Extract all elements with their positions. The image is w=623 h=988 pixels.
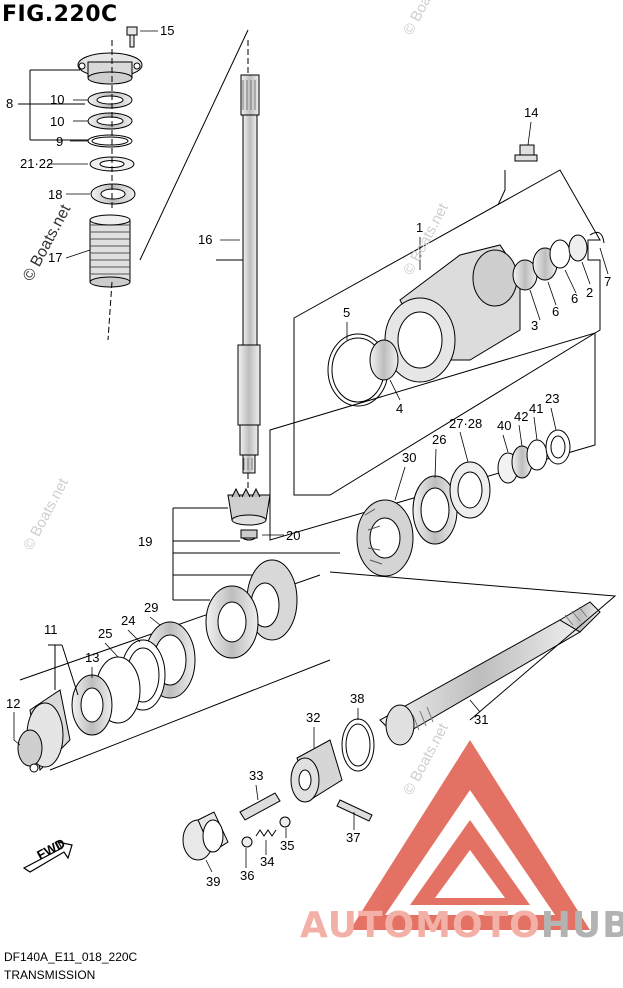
callout-8: 8	[6, 96, 13, 111]
fwd-arrow-icon	[22, 841, 73, 873]
callout-14: 14	[524, 105, 538, 120]
callout-17: 17	[48, 250, 62, 265]
callout-39: 39	[206, 874, 220, 889]
figure-name: TRANSMISSION	[4, 968, 96, 982]
shaft-seal-stack	[18, 26, 143, 341]
callout-9: 9	[56, 134, 63, 149]
callout-25: 25	[98, 626, 112, 641]
brand-wordmark: AUTOMOTOHUB	[300, 905, 623, 946]
figure-title: FIG.220C	[2, 2, 118, 27]
callout-10b: 10	[50, 114, 64, 129]
callout-23: 23	[545, 391, 559, 406]
callout-29: 29	[144, 600, 158, 615]
callout-2: 2	[586, 285, 593, 300]
brand-part-1: AUTOMOTO	[300, 905, 541, 946]
callout-32: 32	[306, 710, 320, 725]
callout-26: 26	[432, 432, 446, 447]
clutch-assembly	[182, 718, 375, 861]
callout-5: 5	[343, 305, 350, 320]
callout-labels: 15 8 10 10 9 21·22 18 17 16 14 1 5 3 6 6…	[6, 23, 611, 889]
callout-27-28: 27·28	[449, 416, 482, 431]
callout-36: 36	[240, 868, 254, 883]
reverse-gear-stack	[17, 559, 331, 773]
callout-42: 42	[514, 409, 528, 424]
callout-12: 12	[6, 696, 20, 711]
callout-24: 24	[121, 613, 135, 628]
callout-40: 40	[497, 418, 511, 433]
callout-35: 35	[280, 838, 294, 853]
brand-triangle-logo	[350, 740, 590, 930]
callout-4: 4	[396, 401, 403, 416]
brand-part-2: HUB	[540, 905, 623, 946]
callout-30: 30	[402, 450, 416, 465]
callout-11: 11	[44, 622, 58, 637]
leader-19	[172, 507, 340, 601]
callout-19: 19	[138, 534, 152, 549]
callout-33: 33	[249, 768, 263, 783]
callout-38: 38	[350, 691, 364, 706]
callout-leaders	[13, 30, 609, 873]
callout-1: 1	[416, 220, 423, 235]
callout-6b: 6	[571, 291, 578, 306]
callout-37: 37	[346, 830, 360, 845]
callout-41: 41	[529, 401, 543, 416]
callout-13: 13	[85, 650, 99, 665]
callout-16: 16	[198, 232, 212, 247]
callout-31: 31	[474, 712, 488, 727]
callout-7: 7	[604, 274, 611, 289]
callout-10a: 10	[50, 92, 64, 107]
propeller-shaft	[329, 571, 617, 746]
forward-gear-group	[269, 332, 596, 577]
callout-20: 20	[286, 528, 300, 543]
callout-3: 3	[531, 318, 538, 333]
callout-6a: 6	[552, 304, 559, 319]
pinion-gear	[227, 487, 271, 541]
callout-18: 18	[48, 187, 62, 202]
callout-34: 34	[260, 854, 274, 869]
figure-code: DF140A_E11_018_220C	[4, 950, 138, 964]
callout-15: 15	[160, 23, 174, 38]
callout-21-22: 21·22	[20, 156, 53, 171]
gear-housing-group	[293, 144, 605, 496]
drive-shaft	[139, 29, 261, 490]
